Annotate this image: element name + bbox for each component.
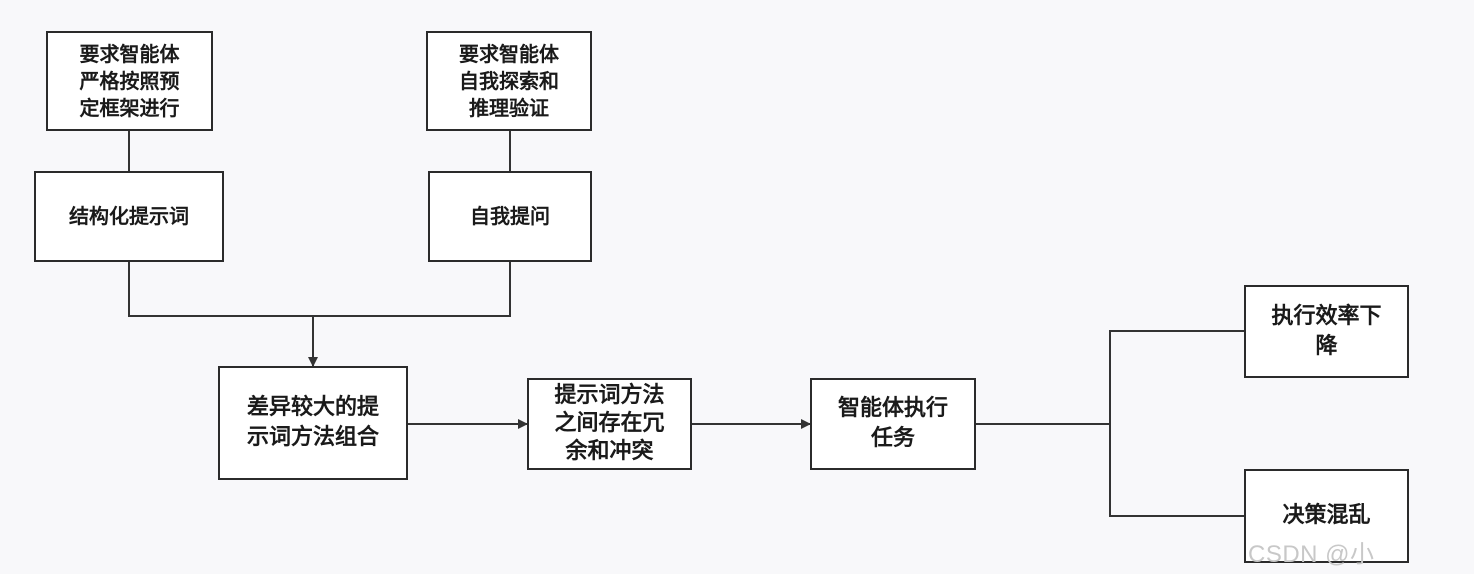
csdn-watermark: CSDN @小 — [1248, 541, 1375, 568]
diverse-combination-node: 差异较大的提 示词方法组合 — [218, 366, 408, 480]
redundancy-conflict-node: 提示词方法 之间存在冗 余和冲突 — [527, 378, 692, 470]
requirement-structured-node: 要求智能体 严格按照预 定框架进行 — [46, 31, 213, 131]
requirement-explore-node: 要求智能体 自我探索和 推理验证 — [426, 31, 592, 131]
connector-merge — [128, 262, 511, 317]
efficiency-drop-node: 执行效率下 降 — [1244, 285, 1409, 378]
structured-prompt-node: 结构化提示词 — [34, 171, 224, 262]
decision-chaos-node: 决策混乱 — [1244, 469, 1409, 563]
self-ask-node: 自我提问 — [428, 171, 592, 262]
connector-outcomes — [1109, 330, 1244, 517]
agent-task-node: 智能体执行 任务 — [810, 378, 976, 470]
